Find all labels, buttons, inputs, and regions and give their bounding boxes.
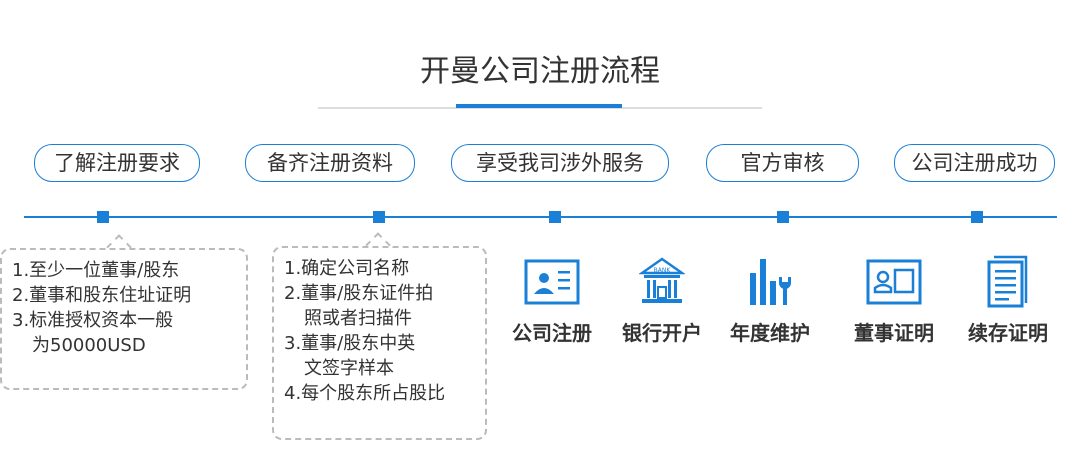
chart-wrench-icon bbox=[750, 259, 791, 305]
requirement-item: 为50000USD bbox=[32, 335, 146, 356]
timeline-marker bbox=[549, 211, 561, 223]
step-pill-5: 公司注册成功 bbox=[894, 144, 1055, 182]
requirement-item: 2.董事和股东住址证明 bbox=[12, 285, 192, 306]
timeline-marker bbox=[777, 211, 789, 223]
step-pill-1: 了解注册要求 bbox=[34, 144, 200, 182]
service-label: 董事证明 bbox=[854, 321, 934, 345]
requirement-item: 1.至少一位董事/股东 bbox=[12, 260, 180, 281]
service-bank-account: BANK 银行开户 bbox=[612, 255, 712, 346]
document-item: 4.每个股东所占股比 bbox=[284, 383, 446, 404]
page-title: 开曼公司注册流程 bbox=[420, 54, 660, 89]
title-underline bbox=[318, 107, 762, 109]
service-label: 续存证明 bbox=[968, 321, 1048, 345]
service-label: 年度维护 bbox=[730, 321, 810, 345]
bank-icon-text: BANK bbox=[654, 267, 672, 274]
requirements-box: 1.至少一位董事/股东 2.董事和股东住址证明 3.标准授权资本一般 为5000… bbox=[0, 248, 248, 390]
timeline-marker bbox=[971, 211, 983, 223]
service-director-certificate: 董事证明 bbox=[844, 255, 944, 346]
service-label: 公司注册 bbox=[512, 321, 592, 345]
service-annual-maintenance: 年度维护 bbox=[720, 255, 820, 346]
id-card-icon bbox=[524, 259, 580, 305]
timeline-marker bbox=[373, 211, 385, 223]
timeline-axis bbox=[24, 216, 1057, 218]
service-company-registration: 公司注册 bbox=[502, 255, 602, 346]
document-item: 3.董事/股东中英 bbox=[284, 333, 416, 354]
service-good-standing: 续存证明 bbox=[958, 255, 1058, 346]
bank-icon: BANK bbox=[639, 257, 685, 303]
documents-box: 1.确定公司名称 2.董事/股东证件拍 照或者扫描件 3.董事/股东中英 文签字… bbox=[272, 246, 487, 440]
requirement-item: 3.标准授权资本一般 bbox=[12, 310, 174, 331]
service-label: 银行开户 bbox=[622, 321, 702, 345]
document-icon bbox=[987, 255, 1028, 308]
document-item: 2.董事/股东证件拍 bbox=[284, 283, 434, 304]
step-pill-2: 备齐注册资料 bbox=[245, 144, 415, 182]
document-item: 文签字样本 bbox=[304, 358, 394, 379]
step-pill-4: 官方审核 bbox=[706, 144, 859, 182]
certificate-icon bbox=[866, 259, 922, 305]
document-item: 1.确定公司名称 bbox=[284, 258, 410, 279]
title-accent-bar bbox=[456, 104, 622, 108]
step-pill-3: 享受我司涉外服务 bbox=[451, 144, 669, 182]
document-item: 照或者扫描件 bbox=[304, 308, 412, 329]
timeline-marker bbox=[97, 211, 109, 223]
